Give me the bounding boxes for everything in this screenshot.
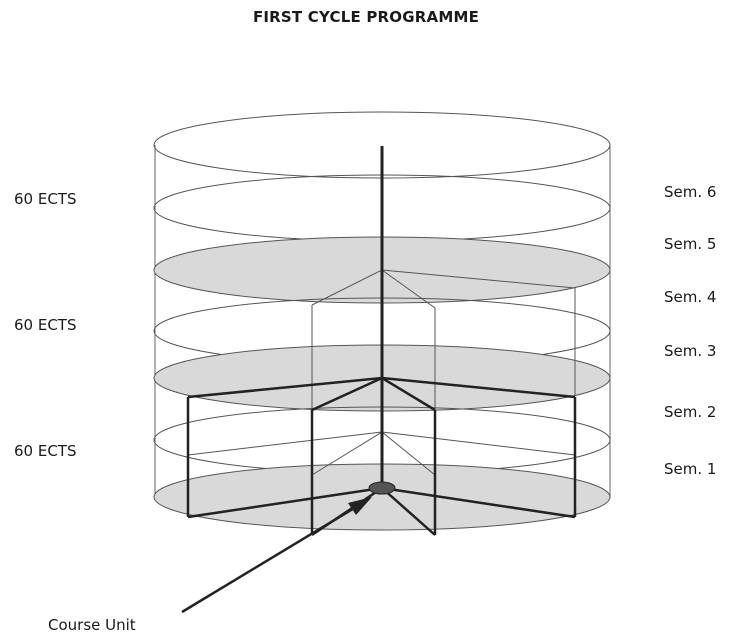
pointer-arrow-line	[181, 505, 357, 614]
diagram-title: FIRST CYCLE PROGRAMME	[252, 8, 480, 26]
ects-label-year-1: 60 ECTS	[14, 442, 77, 460]
semester-label-2: Sem. 2	[664, 403, 717, 421]
frame-lower	[187, 431, 576, 476]
frame-year-3	[311, 269, 576, 410]
pointer-arrowhead	[348, 497, 372, 515]
ects-label-year-2: 60 ECTS	[14, 316, 77, 334]
course-unit-node	[368, 481, 396, 495]
course-unit-label: Course Unit	[48, 616, 136, 634]
semester-label-1: Sem. 1	[664, 460, 717, 478]
semester-label-3: Sem. 3	[664, 342, 717, 360]
ects-label-year-3: 60 ECTS	[14, 190, 77, 208]
semester-label-5: Sem. 5	[664, 235, 717, 253]
semester-label-4: Sem. 4	[664, 288, 717, 306]
semester-label-6: Sem. 6	[664, 183, 717, 201]
frame-year-2	[186, 376, 577, 535]
